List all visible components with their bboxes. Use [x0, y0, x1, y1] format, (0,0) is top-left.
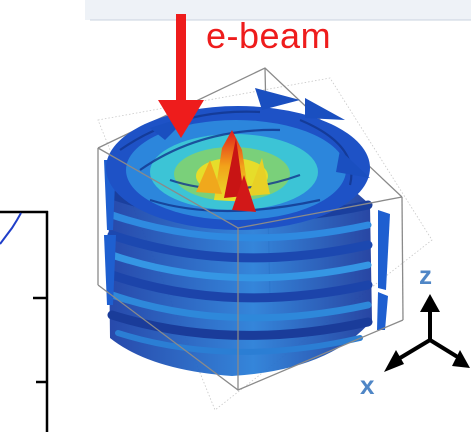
- axes-triad: [384, 294, 470, 372]
- partial-plot: [0, 210, 49, 432]
- plot-curve: [0, 212, 22, 245]
- ebeam-label: e-beam: [206, 15, 332, 56]
- vortex-core: [196, 130, 270, 212]
- side-arrows: [104, 160, 390, 330]
- axis-x-label: x: [360, 370, 375, 400]
- ebeam-arrow: [158, 14, 204, 138]
- swirl-bands: [107, 190, 373, 355]
- axis-z-label: z: [419, 260, 432, 290]
- vortex-field: [104, 88, 390, 376]
- cube-wireframe-front: [97, 147, 404, 391]
